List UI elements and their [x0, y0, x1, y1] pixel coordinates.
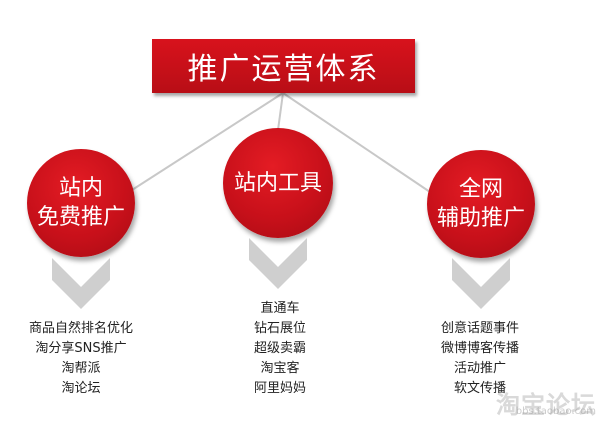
- branch-list-network-assist: 创意话题事件 微博博客传播 活动推广 软文传播: [405, 319, 555, 399]
- list-item: 淘论坛: [61, 381, 101, 396]
- connector-middle: [277, 92, 284, 131]
- branch-list-onsite-free: 商品自然排名优化 淘分享SNS推广 淘帮派 淘论坛: [6, 319, 156, 399]
- chevron-down-icon: [52, 258, 110, 309]
- connector-left: [131, 92, 284, 191]
- list-item: 创意话题事件: [440, 321, 519, 336]
- watermark-text: 淘宝论坛: [496, 391, 596, 419]
- circle-line: 站内工具: [233, 170, 322, 196]
- list-item: 商品自然排名优化: [28, 321, 133, 336]
- list-item: 微博博客传播: [440, 341, 519, 356]
- circle-line: 站内: [58, 176, 103, 201]
- list-item: 淘帮派: [61, 361, 101, 376]
- list-item: 阿里妈妈: [253, 381, 306, 396]
- branch-circle-network-assist: 全网 辅助推广: [427, 150, 535, 258]
- circle-line: 辅助推广: [436, 206, 525, 231]
- branch-circle-onsite-tools: 站内工具: [223, 128, 333, 238]
- list-item: 淘宝客: [260, 361, 300, 376]
- chevron-down-icon: [249, 238, 307, 289]
- branch-circle-onsite-free: 站内 免费推广: [27, 149, 135, 257]
- watermark-url: bbs.taobao.com: [515, 406, 596, 417]
- diagram-title: 推广运营体系: [152, 39, 415, 93]
- chevron-down-icon: [452, 258, 510, 309]
- circle-line: 免费推广: [36, 205, 125, 230]
- circle-line: 全网: [458, 177, 503, 202]
- branch-list-onsite-tools: 直通车 钻石展位 超级卖霸 淘宝客 阿里妈妈: [205, 299, 355, 399]
- list-item: 淘分享SNS推广: [35, 341, 127, 356]
- list-item: 直通车: [260, 301, 300, 316]
- list-item: 钻石展位: [253, 321, 306, 336]
- connector-right: [282, 92, 431, 193]
- list-item: 超级卖霸: [253, 341, 306, 356]
- list-item: 软文传播: [453, 381, 506, 396]
- list-item: 活动推广: [453, 361, 506, 376]
